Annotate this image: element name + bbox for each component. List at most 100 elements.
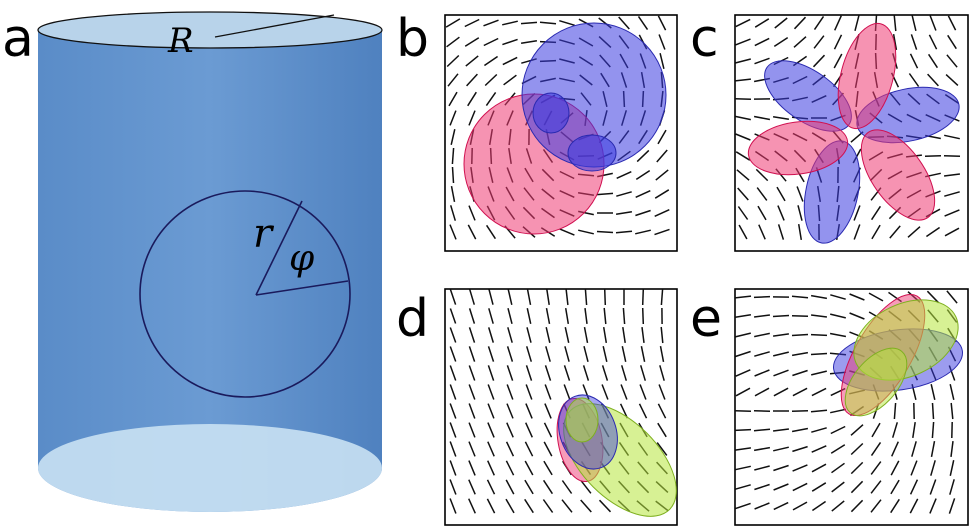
director-segment: [811, 427, 827, 433]
panel-d-lobes: [556, 394, 677, 517]
lobe-blue-small-2: [567, 134, 617, 172]
director-segment: [810, 294, 828, 300]
director-segment: [811, 445, 827, 453]
director-segment: [735, 484, 751, 490]
director-segment: [925, 226, 941, 238]
director-segment: [564, 346, 570, 362]
director-segment: [615, 210, 633, 216]
director-segment: [487, 441, 495, 457]
director-segment: [505, 479, 515, 495]
lobe-blue-small-1: [532, 92, 570, 134]
director-segment: [641, 289, 645, 306]
director-segment: [811, 387, 827, 397]
director-segment: [502, 20, 518, 26]
director-segment: [506, 422, 514, 438]
director-segment: [943, 154, 961, 158]
director-segment: [657, 403, 667, 419]
director-segment: [503, 74, 517, 86]
director-segment: [449, 308, 457, 324]
director-segment: [483, 19, 499, 27]
cylinder: R: [37, 11, 383, 512]
director-segment: [737, 187, 749, 201]
director-segment: [911, 441, 917, 457]
director-segment: [468, 110, 476, 126]
director-segment: [659, 53, 665, 69]
panel-a: a R r φ: [2, 9, 383, 512]
director-segment: [483, 55, 499, 67]
director-segment: [754, 502, 770, 510]
director-segment: [928, 34, 938, 50]
director-segment: [931, 421, 935, 439]
director-segment: [831, 500, 845, 512]
lobe-red-downright: [860, 129, 936, 221]
director-segment: [525, 365, 533, 381]
director-segment: [926, 290, 940, 304]
director-segment: [909, 498, 919, 514]
director-segment: [539, 21, 557, 25]
director-segment: [487, 460, 495, 476]
director-segment: [830, 294, 846, 300]
director-segment: [449, 403, 457, 419]
cross-section-circle: r φ: [139, 190, 351, 398]
director-segment: [927, 73, 939, 87]
director-segment: [909, 53, 919, 69]
director-segment: [559, 19, 575, 27]
director-segment: [758, 224, 766, 240]
director-segment: [507, 289, 513, 305]
lobe-green-2: [844, 347, 908, 417]
director-segment: [468, 205, 476, 221]
director-segment: [929, 498, 937, 514]
director-segment: [467, 91, 477, 107]
director-segment: [772, 115, 790, 121]
director-segment: [791, 333, 809, 337]
director-segment: [657, 422, 667, 438]
director-segment: [831, 462, 845, 474]
director-segment: [754, 18, 770, 28]
director-segment: [927, 53, 939, 69]
director-segment: [944, 227, 960, 237]
director-segment: [596, 230, 614, 234]
director-segment: [616, 171, 632, 179]
director-segment: [616, 191, 632, 197]
lobe-green-small: [565, 397, 599, 443]
director-segment: [792, 464, 808, 472]
director-segment: [601, 365, 609, 381]
director-segment: [850, 442, 864, 456]
director-segment: [505, 460, 515, 476]
director-segment: [582, 365, 590, 381]
director-segment: [464, 18, 480, 28]
director-segment: [735, 38, 751, 46]
director-segment: [754, 369, 770, 377]
director-segment: [757, 205, 767, 221]
director-segment: [545, 307, 551, 325]
director-segment: [449, 365, 457, 381]
director-segment: [584, 308, 588, 324]
director-segment: [524, 460, 534, 476]
director-segment: [641, 307, 645, 325]
director-segment: [735, 332, 751, 338]
cylinder-top-cap: [37, 11, 383, 49]
director-segment: [754, 332, 770, 338]
director-segment: [831, 481, 845, 493]
director-segment: [868, 292, 884, 302]
director-segment: [834, 15, 842, 31]
director-segment: [449, 479, 457, 495]
director-segment: [777, 205, 785, 221]
director-segment: [773, 351, 789, 357]
director-segment: [947, 34, 957, 50]
panel-b-letter: b: [396, 9, 429, 69]
director-segment: [811, 463, 827, 473]
director-segment: [449, 498, 457, 514]
director-segment: [870, 441, 882, 457]
director-segment: [949, 384, 955, 400]
director-segment: [487, 403, 495, 419]
director-segment: [641, 327, 645, 343]
director-segment: [657, 129, 667, 145]
label-r: r: [253, 211, 275, 257]
director-segment: [654, 189, 670, 199]
panel-a-letter: a: [2, 9, 34, 69]
label-phi: φ: [289, 238, 315, 279]
director-segment: [598, 499, 612, 513]
director-segment: [735, 133, 751, 141]
director-segment: [487, 346, 495, 362]
